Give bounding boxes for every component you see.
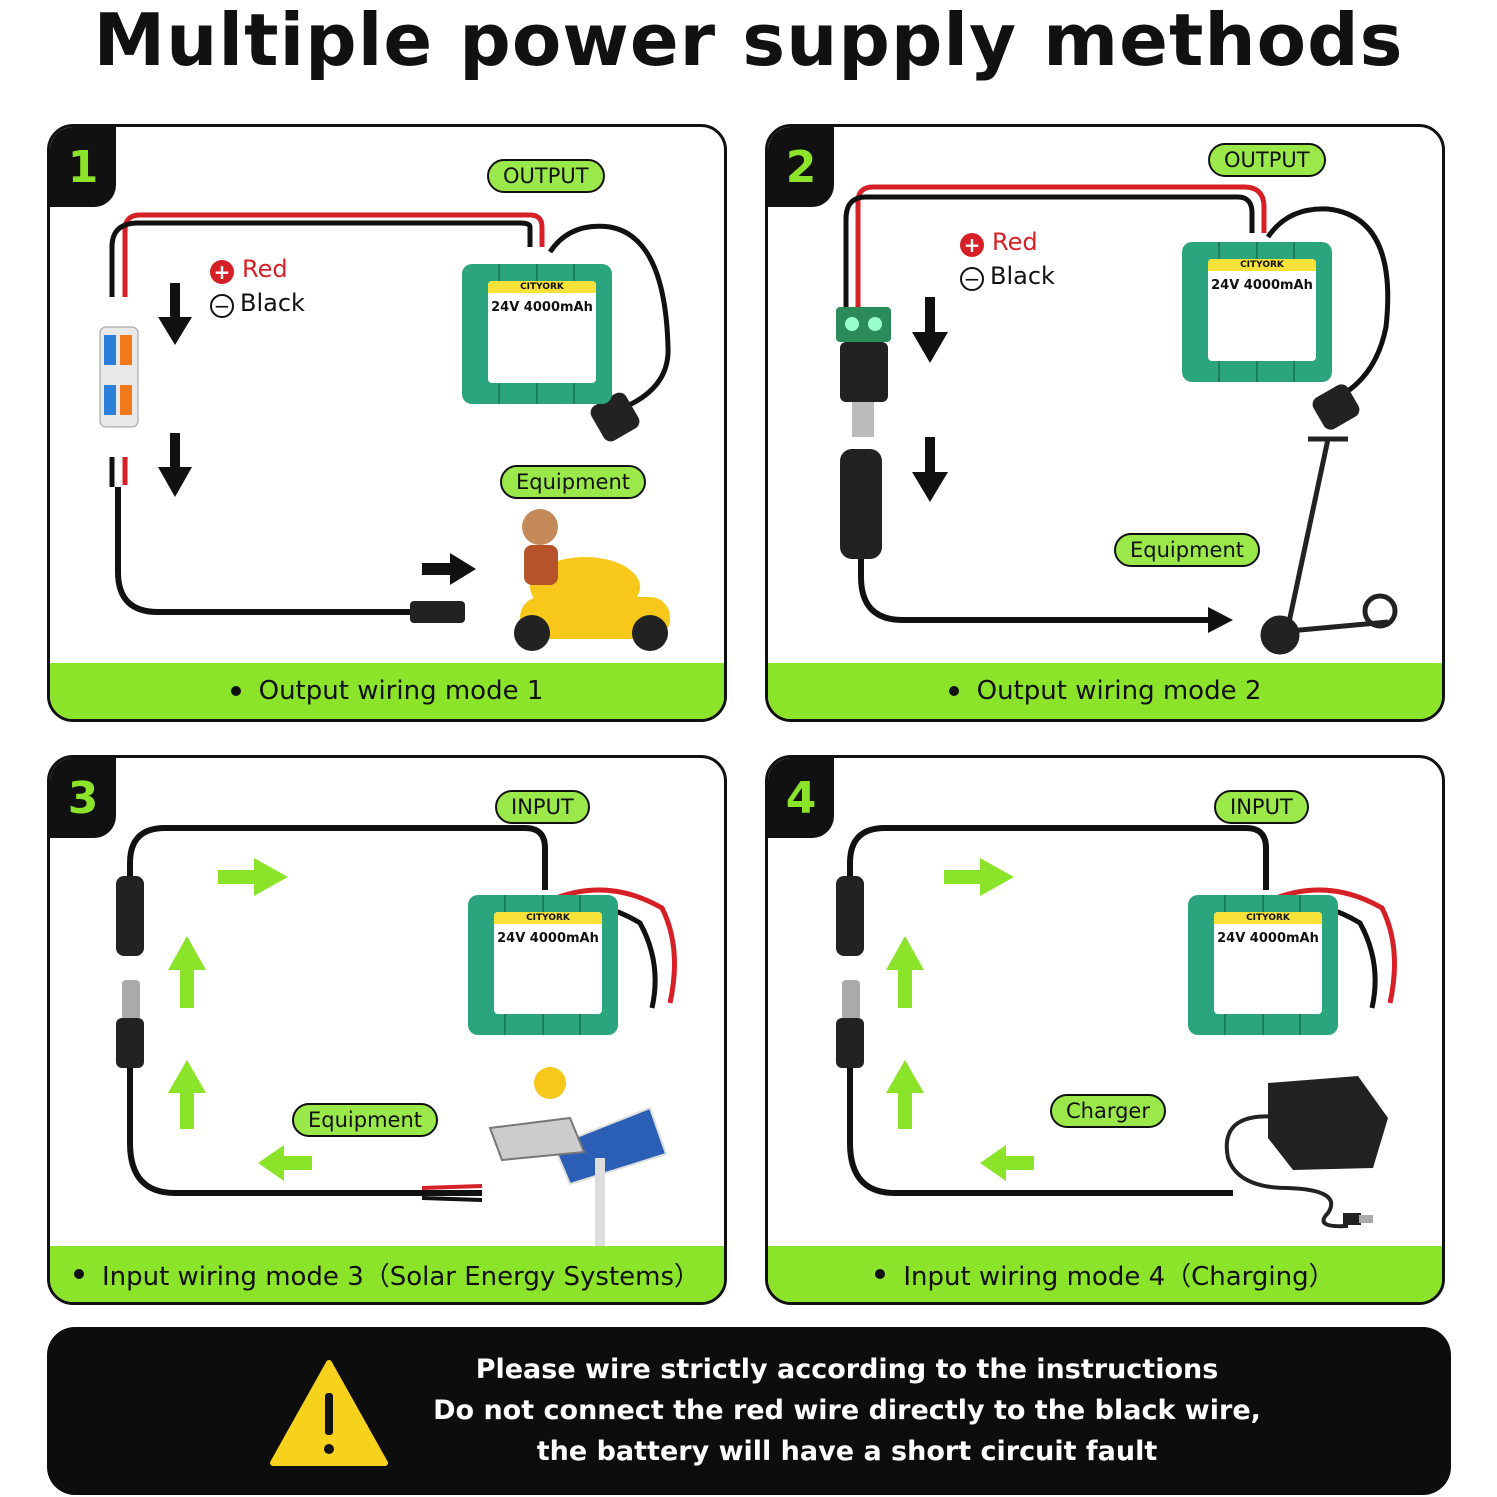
equipment-tag: Equipment — [500, 465, 646, 499]
caption: Output wiring mode 2 — [976, 676, 1262, 706]
caption-bar: Input wiring mode 3（Solar Energy Systems… — [50, 1246, 724, 1302]
battery-spec: 24V 4000mAh — [1217, 931, 1319, 946]
battery-brand: CITYORK — [488, 281, 596, 293]
wiring-diagram-3 — [116, 825, 677, 1248]
wire-legend: + Red −Black — [210, 252, 305, 320]
legend-red: Red — [242, 255, 288, 283]
panel-number: 4 — [768, 758, 834, 838]
battery-brand: CITYORK — [1208, 259, 1316, 271]
input-tag: INPUT — [1214, 790, 1309, 824]
dc-plug-icon — [842, 980, 860, 1020]
caption-bar: Output wiring mode 2 — [768, 663, 1442, 719]
output-tag: OUTPUT — [1208, 143, 1326, 177]
battery-label: CITYORK 24V 4000mAh — [488, 281, 596, 383]
wiring-diagram-1 — [99, 212, 671, 651]
wiring-diagram-2 — [836, 184, 1398, 655]
battery-label: CITYORK 24V 4000mAh — [1214, 912, 1322, 1014]
minus-icon: − — [210, 294, 234, 318]
battery-brand: CITYORK — [494, 912, 602, 924]
dc-plug-icon — [410, 601, 465, 623]
panel-input-mode-3: 3 INPUT CITYORK 24V 4000mAh Equipment In… — [47, 755, 727, 1305]
minus-icon: − — [960, 267, 984, 291]
caption: Input wiring mode 3（Solar Energy Systems… — [101, 1261, 701, 1292]
caption: Output wiring mode 1 — [258, 676, 544, 706]
wall-charger-icon — [1224, 1076, 1388, 1229]
electric-scooter-icon — [1260, 436, 1398, 655]
dc-jack-icon — [116, 876, 144, 956]
dc-terminal-adapter-icon — [836, 307, 891, 437]
legend-black: Black — [240, 289, 305, 317]
caption: Input wiring mode 4（Charging） — [903, 1261, 1335, 1292]
green-arrow-icon — [886, 858, 1034, 1181]
equipment-tag: Equipment — [292, 1103, 438, 1137]
caption-bar: Input wiring mode 4（Charging） — [768, 1246, 1442, 1302]
dc-plug-icon — [122, 980, 140, 1020]
battery-pack: CITYORK 24V 4000mAh — [1188, 890, 1338, 1040]
panel-number: 3 — [50, 758, 116, 838]
legend-red: Red — [992, 228, 1038, 256]
right-arrow-icon — [1208, 607, 1233, 633]
wago-connector-icon — [99, 326, 139, 428]
battery-label: CITYORK 24V 4000mAh — [1208, 259, 1316, 361]
output-tag: OUTPUT — [487, 159, 605, 193]
warning-banner: Please wire strictly according to the in… — [47, 1327, 1451, 1495]
caption-bar: Output wiring mode 1 — [50, 663, 724, 719]
plus-icon: + — [210, 260, 234, 284]
panel-output-mode-2: 2 OUTPUT + Red −Black CITYORK 24V 4000mAh… — [765, 124, 1445, 722]
warning-line-2: Do not connect the red wire directly to … — [433, 1395, 1261, 1426]
page-title: Multiple power supply methods — [93, 0, 1404, 82]
bullet-icon — [230, 686, 241, 696]
right-arrow-icon — [422, 553, 476, 585]
charger-tag: Charger — [1050, 1094, 1166, 1128]
equipment-tag: Equipment — [1114, 533, 1260, 567]
battery-label: CITYORK 24V 4000mAh — [494, 912, 602, 1014]
battery-spec: 24V 4000mAh — [1211, 278, 1313, 293]
warning-line-1: Please wire strictly according to the in… — [475, 1354, 1219, 1385]
bullet-icon — [73, 1269, 84, 1279]
battery-spec: 24V 4000mAh — [491, 300, 593, 315]
panel-input-mode-4: 4 INPUT CITYORK 24V 4000mAh Charger Inpu… — [765, 755, 1445, 1305]
battery-spec: 24V 4000mAh — [497, 931, 599, 946]
battery-pack: CITYORK 24V 4000mAh — [1182, 237, 1332, 387]
dc-jack-icon — [590, 392, 640, 442]
warning-line-3: the battery will have a short circuit fa… — [536, 1436, 1158, 1467]
battery-brand: CITYORK — [1214, 912, 1322, 924]
dc-jack-icon — [840, 449, 882, 559]
panel-output-mode-1: 1 OUTPUT + Red −Black CITYORK 24V 4000mAh… — [47, 124, 727, 722]
bullet-icon — [875, 1269, 886, 1279]
battery-pack: CITYORK 24V 4000mAh — [468, 890, 618, 1040]
plus-icon: + — [960, 233, 984, 257]
green-arrow-icon — [168, 858, 312, 1181]
warning-message: Please wire strictly according to the in… — [377, 1349, 1317, 1472]
battery-pack: CITYORK 24V 4000mAh — [462, 259, 612, 409]
ride-on-car-icon — [514, 509, 670, 651]
wiring-diagram-4 — [836, 825, 1397, 1229]
bullet-icon — [948, 686, 959, 696]
dc-jack-icon — [836, 876, 864, 956]
panel-number: 2 — [768, 127, 834, 207]
solar-street-light-icon — [488, 1067, 668, 1248]
legend-black: Black — [990, 262, 1055, 290]
down-arrow-icon — [912, 297, 948, 502]
wire-legend: + Red −Black — [960, 225, 1055, 293]
panel-number: 1 — [50, 127, 116, 207]
warning-triangle-icon — [270, 1360, 388, 1466]
down-arrow-icon — [158, 283, 192, 497]
input-tag: INPUT — [495, 790, 590, 824]
